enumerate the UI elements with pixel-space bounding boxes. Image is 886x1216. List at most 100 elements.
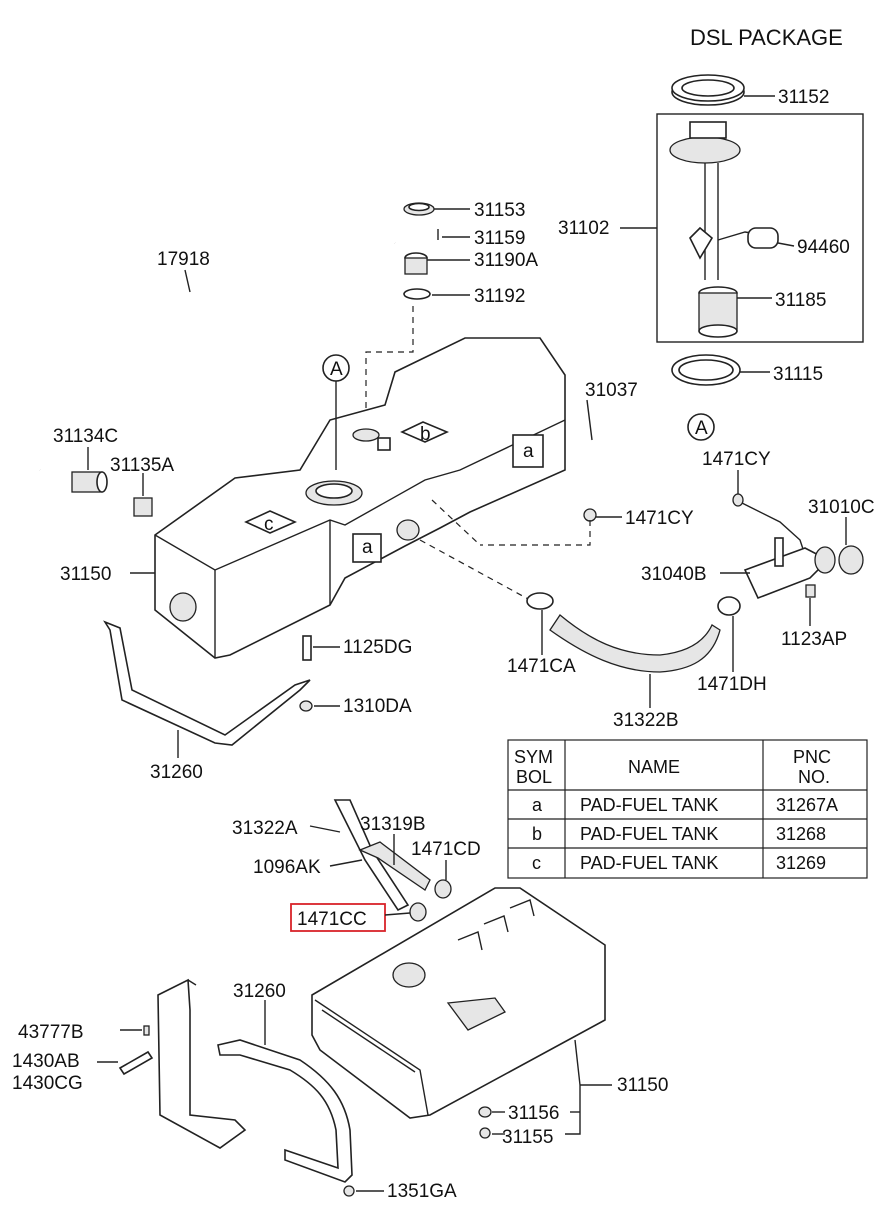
part-1096AK-label: 1096AK: [253, 857, 321, 878]
valve-gasket: [403, 288, 431, 300]
legend-row-sym: b: [532, 824, 542, 844]
part-31322B-label: 31322B: [613, 710, 679, 731]
part-31260-top-label: 31260: [150, 762, 203, 783]
grommet-31155: [479, 1127, 491, 1139]
part-31152-label: 31152: [778, 87, 829, 108]
clamp-1471cd: [434, 879, 452, 899]
highlight-box-1471cc: [290, 903, 386, 932]
pad-c-marker: [244, 510, 297, 534]
legend-header-pnc: PNC: [793, 747, 831, 767]
legend-row-sym: c: [532, 853, 541, 873]
bolt-1125dg: [302, 635, 312, 661]
legend-header-bol: BOL: [516, 767, 552, 787]
part-31115-label: 31115: [773, 364, 823, 385]
vent-filter: [71, 471, 108, 493]
clip-43777b: [143, 1025, 150, 1036]
legend-header-no: NO.: [798, 767, 830, 787]
tank-strap-lower: [217, 1039, 353, 1183]
clamp-1471ca: [526, 592, 554, 610]
pad-b-marker: [400, 421, 450, 443]
part-31156-label: 31156: [508, 1103, 559, 1124]
part-1351GA-label: 1351GA: [387, 1181, 457, 1202]
clamp-1471dh: [717, 596, 741, 616]
part-1430CG-label: 1430CG: [12, 1073, 83, 1094]
part-31150-bottom-label: 31150: [617, 1075, 668, 1096]
part-1125DG-label: 1125DG: [343, 637, 412, 658]
grommet-31156: [478, 1106, 492, 1118]
part-1310DA-label: 1310DA: [343, 696, 412, 717]
part-31037-label: 31037: [585, 380, 638, 401]
part-1471CY-top-label: 1471CY: [702, 449, 771, 470]
part-31322A-label: 31322A: [232, 818, 298, 839]
part-31135A-label: 31135A: [110, 455, 174, 476]
part-31190A-label: 31190A: [474, 250, 538, 271]
tank-bracket-lower: [157, 978, 247, 1149]
legend-header-sym: SYM: [514, 747, 553, 767]
legend-row-pnc: 31269: [776, 853, 826, 873]
ref-a-pump-text: A: [695, 418, 708, 439]
part-17918-label: 17918: [157, 249, 210, 270]
fuel-tank-upper: [154, 337, 566, 659]
fuel-tank-lower: [311, 887, 606, 1119]
legend-row-name: PAD-FUEL TANK: [580, 853, 718, 873]
legend-row-name: PAD-FUEL TANK: [580, 795, 718, 815]
clamp-1471cc: [409, 902, 427, 922]
part-1123AP-label: 1123AP: [781, 629, 847, 650]
part-31134C-label: 31134C: [53, 426, 118, 447]
pad-a2-text: a: [523, 441, 534, 462]
part-1430AB-label: 1430AB: [12, 1051, 80, 1072]
part-1471CY-mid-label: 1471CY: [625, 508, 694, 529]
part-31159-label: 31159: [474, 228, 525, 249]
legend-row-name: PAD-FUEL TANK: [580, 824, 718, 844]
vent-valve: [133, 497, 153, 517]
part-31192-label: 31192: [474, 286, 525, 307]
pad-c-text: c: [264, 514, 274, 535]
fuel-pump-lock-ring: [671, 74, 745, 106]
nut-1351ga: [343, 1185, 355, 1197]
fuel-filter: [698, 286, 738, 338]
legend-row-pnc: 31267A: [776, 795, 838, 815]
part-1471CC-label: 1471CC: [297, 909, 367, 930]
ref-a-tank-text: A: [330, 359, 343, 380]
filler-lock-ring: [403, 202, 435, 216]
nut-1310da: [299, 700, 313, 712]
fuel-pump-module: [669, 121, 779, 280]
pad-b-text: b: [420, 424, 431, 445]
ref-a-callout-pump: [687, 413, 715, 441]
fuel-sender-float: [747, 227, 779, 249]
part-31150-top-label: 31150: [60, 564, 111, 585]
tank-strap-upper: [103, 620, 311, 746]
screw-1123ap: [805, 584, 816, 598]
rollover-valve: [404, 252, 428, 275]
part-31010C-label: 31010C: [808, 497, 875, 518]
part-43777B-label: 43777B: [18, 1022, 84, 1043]
pad-a-marker-1: [352, 533, 382, 563]
filler-neck: [743, 537, 836, 600]
part-1471CD-label: 1471CD: [411, 839, 481, 860]
part-1471CA-label: 1471CA: [507, 656, 576, 677]
legend-row-sym: a: [532, 795, 543, 815]
part-31185-label: 31185: [775, 290, 826, 311]
pad-a-marker-2: [512, 434, 544, 468]
part-94460-label: 94460: [797, 237, 850, 258]
clamp-1471cy-top: [732, 493, 744, 507]
part-1471DH-label: 1471DH: [697, 674, 767, 695]
clamp-1471cy-mid: [583, 508, 597, 522]
part-31260-bottom-label: 31260: [233, 981, 286, 1002]
part-31040B-label: 31040B: [641, 564, 707, 585]
pad-a1-text: a: [362, 537, 373, 558]
package-title: DSL PACKAGE: [690, 25, 843, 50]
filler-hose: [549, 614, 721, 673]
part-31319B-label: 31319B: [360, 814, 426, 835]
legend-table: SYM BOL NAME PNC NO. a PAD-FUEL TANK 312…: [507, 739, 868, 879]
bolt-1430ab: [118, 1050, 154, 1076]
filler-pipe-lower: [333, 799, 452, 922]
part-31153-label: 31153: [474, 200, 525, 221]
part-31102-label: 31102: [558, 218, 609, 239]
fuel-filler-cap: [838, 545, 864, 575]
part-31155-label: 31155: [502, 1127, 553, 1148]
legend-row-pnc: 31268: [776, 824, 826, 844]
legend-header-name: NAME: [628, 757, 680, 777]
